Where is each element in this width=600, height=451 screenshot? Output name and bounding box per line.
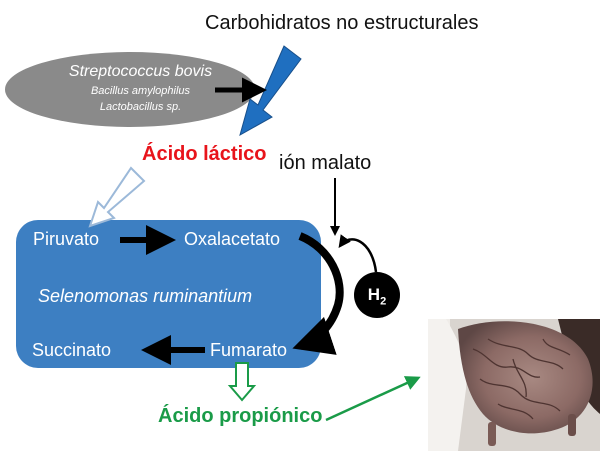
hydrogen-feedback-curve: [338, 234, 378, 273]
propionic-acid-label: Ácido propiónico: [158, 405, 323, 427]
pyruvate-label: Piruvato: [33, 229, 100, 249]
malate-ion-label: ión malato: [279, 152, 372, 174]
lactic-acid-label: Ácido láctico: [142, 143, 267, 165]
organisms-ellipse: [5, 52, 255, 127]
organism-streptococcus-label: Streptococcus bovis: [68, 63, 213, 80]
fumarate-label: Fumarato: [210, 340, 288, 360]
oxaloacetate-label: Oxalacetato: [184, 229, 281, 249]
fumarate-to-propionic-arrow: [227, 362, 257, 402]
cow-udder-image: [428, 319, 600, 451]
lactic-to-pyruvate-arrow: [88, 166, 146, 228]
organism-bacillus-label: Bacillus amylophilus: [90, 85, 191, 97]
hydrogen-circle: H2: [354, 272, 400, 318]
organism-lactobacillus-label: Lactobacillus sp.: [99, 101, 182, 113]
carbohydrates-title: Carbohidratos no estructurales: [205, 12, 479, 34]
hydrogen-symbol: H: [367, 285, 381, 304]
selenomonas-label: Selenomonas ruminantium: [38, 286, 253, 306]
propionic-to-udder-arrow: [325, 376, 421, 422]
carbohydrate-to-lactic-arrow: [239, 45, 302, 137]
oxaloacetate-to-fumarate-curve: [292, 232, 344, 355]
hydrogen-subscript: 2: [380, 295, 387, 308]
succinate-label: Succinato: [32, 340, 112, 360]
